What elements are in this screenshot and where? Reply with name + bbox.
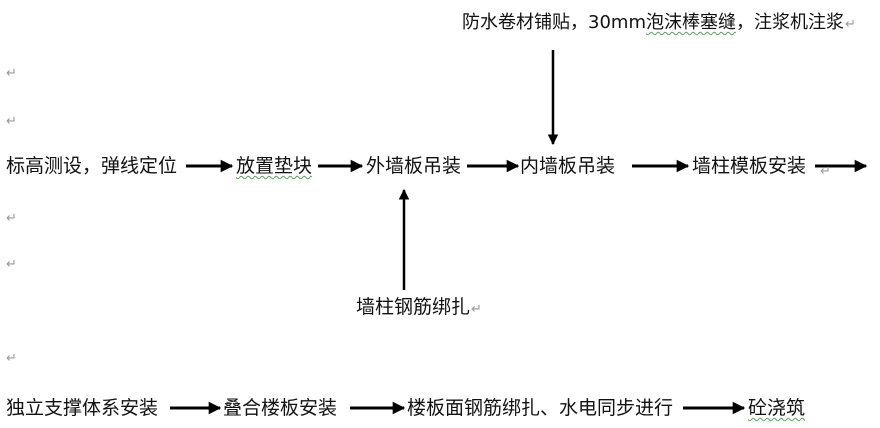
step-wall-column-rebar-binding: 墙柱钢筋绑扎↵	[356, 295, 482, 319]
step-place-spacer-blocks: 放置垫块	[236, 155, 313, 177]
top-note-part2: 泡沫棒塞缝	[645, 12, 736, 33]
rebar-binding-label: 墙柱钢筋绑扎	[356, 296, 471, 318]
step-slab-rebar-and-mep: 楼板面钢筋绑扎、水电同步进行	[407, 397, 674, 419]
paragraph-mark: ↵	[820, 164, 831, 179]
paragraph-mark: ↵	[6, 211, 17, 226]
paragraph-mark: ↵	[844, 17, 856, 32]
top-note-part3: ，注浆机注浆	[735, 12, 844, 33]
step-install-independent-support: 独立支撑体系安装	[6, 397, 159, 419]
paragraph-mark: ↵	[471, 302, 482, 317]
top-note-part1: 防水卷材铺贴，30mm	[462, 12, 646, 33]
paragraph-mark: ↵	[6, 351, 17, 366]
paragraph-mark: ↵	[6, 66, 17, 81]
step-hoist-interior-wall-panel: 内墙板吊装	[520, 155, 616, 177]
paragraph-mark: ↵	[6, 114, 17, 129]
step-install-wall-column-formwork: 墙柱模板安装	[692, 155, 807, 177]
step-elevation-survey: 标高测设，弹线定位	[6, 155, 178, 177]
step-concrete-pouring: 砼浇筑	[748, 397, 806, 419]
step-hoist-exterior-wall-panel: 外墙板吊装	[366, 155, 462, 177]
step-install-composite-slab: 叠合楼板安装	[223, 397, 338, 419]
top-note: 防水卷材铺贴，30mm泡沫棒塞缝，注浆机注浆↵	[462, 11, 856, 35]
paragraph-mark: ↵	[6, 257, 17, 272]
